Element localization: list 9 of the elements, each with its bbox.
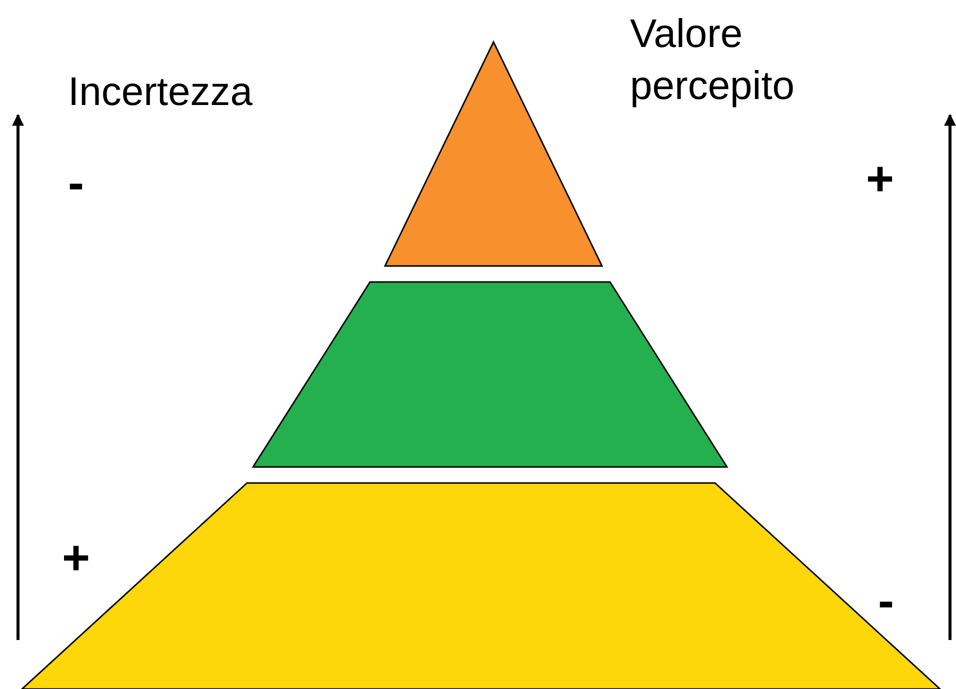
axis-title: Valore percepito <box>630 11 796 110</box>
axis-title: Incertezza <box>68 69 253 116</box>
pyramid-middle-layer <box>253 282 727 467</box>
plus-sign: + <box>866 156 894 204</box>
minus-sign: - <box>68 160 84 208</box>
plus-sign: + <box>62 535 90 583</box>
pyramid-top-layer <box>385 42 602 266</box>
pyramid-base-layer <box>22 483 940 689</box>
minus-sign: - <box>878 578 894 626</box>
